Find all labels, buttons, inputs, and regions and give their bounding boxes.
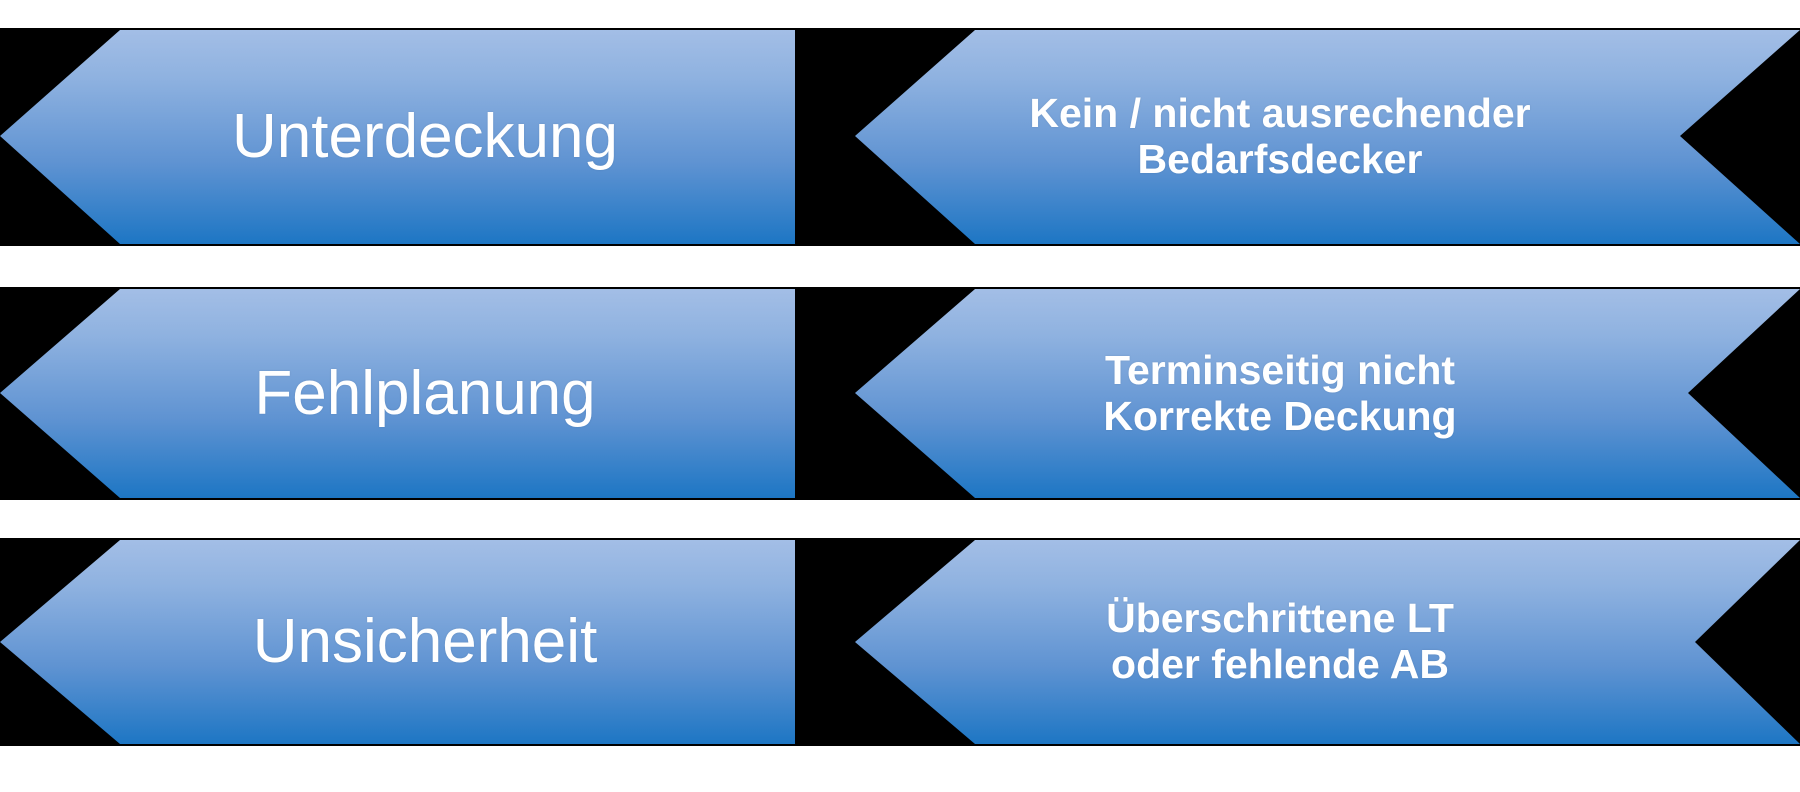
row-1-graphics	[0, 28, 1800, 246]
row-3-left-chevron-shape	[0, 540, 795, 744]
row-1-left-chevron-shape	[0, 30, 795, 244]
row-1-right-chevron-shape	[855, 30, 1800, 244]
diagram-row-2: Fehlplanung Terminseitig nicht Korrekte …	[0, 287, 1800, 500]
row-2-right-chevron-shape	[855, 289, 1800, 498]
row-2-left-chevron-shape	[0, 289, 795, 498]
row-3-graphics	[0, 538, 1800, 746]
diagram-row-1: Unterdeckung Kein / nicht ausrechender B…	[0, 28, 1800, 246]
diagram-row-3: Unsicherheit Überschrittene LT oder fehl…	[0, 538, 1800, 746]
row-3-right-chevron-shape	[855, 540, 1800, 744]
row-2-graphics	[0, 287, 1800, 500]
